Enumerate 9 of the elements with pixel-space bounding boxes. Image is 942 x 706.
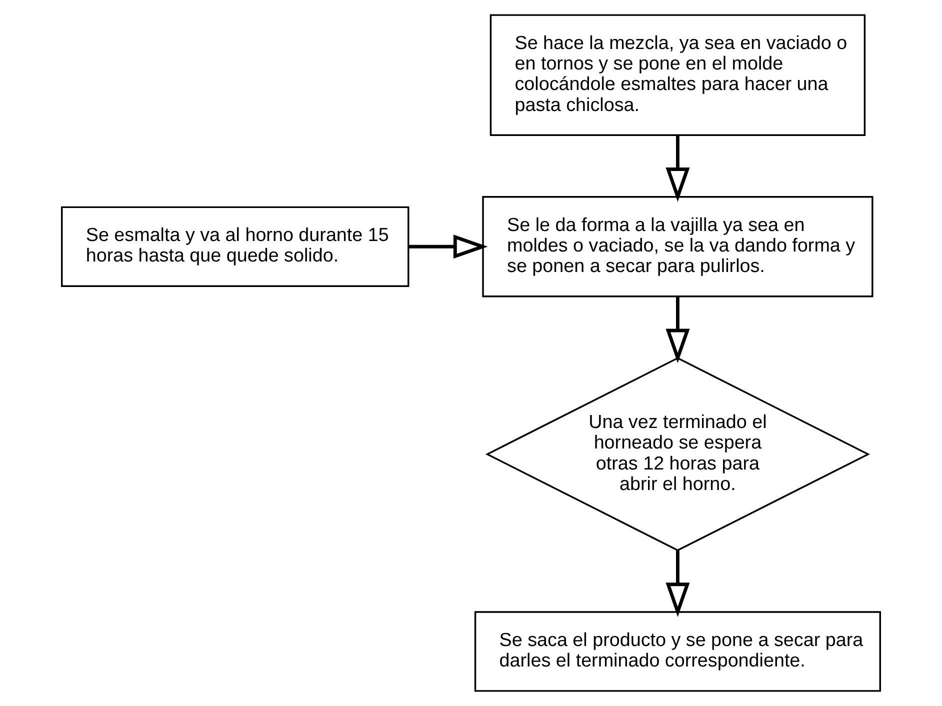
- arrow: [666, 550, 690, 618]
- node-diamond: Una vez terminado el horneado se espera otras 12 horas para abrir el horno.: [485, 357, 870, 552]
- node-box: Se hace la mezcla, ya sea en vaciado o en tornos y se pone en el molde colocándole esmaltes para hacer una pasta chiclosa.: [490, 14, 866, 136]
- node-box: Se esmalta y va al horno durante 15 horas hasta que quede solido.: [61, 206, 410, 287]
- arrow: [666, 296, 690, 364]
- arrow: [666, 135, 690, 202]
- arrow: [408, 234, 488, 259]
- node-box: Se saca el producto y se pone a secar para darles el terminado correspondiente.: [474, 611, 881, 692]
- node-box: Se le da forma a la vajilla ya sea en moldes o vaciado, se la va dando forma y se ponen a secar para pulirlos.: [482, 196, 874, 298]
